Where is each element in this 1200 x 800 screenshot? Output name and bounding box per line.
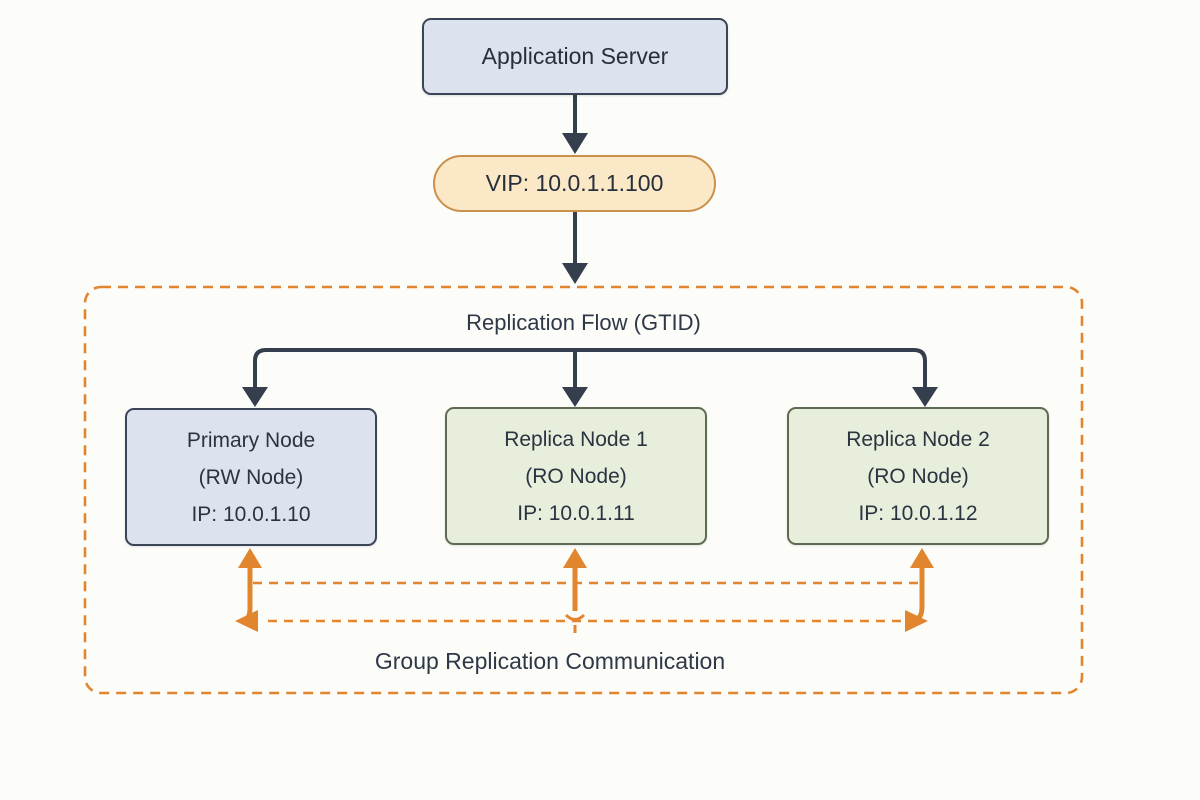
node-ip: IP: 10.0.1.11 [517,501,635,525]
arrow-down-icon [562,133,588,154]
arrow-down-icon [912,387,938,407]
arrow-right-icon [905,610,928,632]
line-hop-icon [564,613,586,621]
replication-tree-line [253,348,927,390]
node-title: Replica Node 2 [846,427,990,451]
node-ip: IP: 10.0.1.12 [858,501,978,525]
node-subtitle: (RO Node) [525,464,627,488]
arrow-left-icon [235,610,258,632]
node-title: Replica Node 1 [504,427,648,451]
vip-node: VIP: 10.0.1.1.100 [433,155,716,212]
application-server-label: Application Server [481,43,669,69]
arrow-up-icon [238,548,262,568]
arrow-down-icon [562,387,588,407]
arrow-up-icon [563,548,587,568]
primary-comm-line [243,564,253,623]
primary-node: Primary Node (RW Node) IP: 10.0.1.10 [125,408,377,546]
arrow-down-icon [242,387,268,407]
arrow-down-icon [562,263,588,284]
replica-node-2: Replica Node 2 (RO Node) IP: 10.0.1.12 [787,407,1049,545]
replica-node-1: Replica Node 1 (RO Node) IP: 10.0.1.11 [445,407,707,545]
replication-group-border [83,285,1084,695]
replication-flow-title: Replication Flow (GTID) [466,310,701,335]
node-subtitle: (RW Node) [198,465,304,489]
node-subtitle: (RO Node) [867,464,969,488]
application-server-node: Application Server [422,18,728,95]
group-replication-communication-label: Group Replication Communication [374,648,726,674]
node-title: Primary Node [186,428,316,452]
replica2-comm-line [916,564,925,621]
arrow-up-icon [910,548,934,568]
vip-label: VIP: 10.0.1.1.100 [485,170,664,196]
node-ip: IP: 10.0.1.10 [191,502,311,526]
